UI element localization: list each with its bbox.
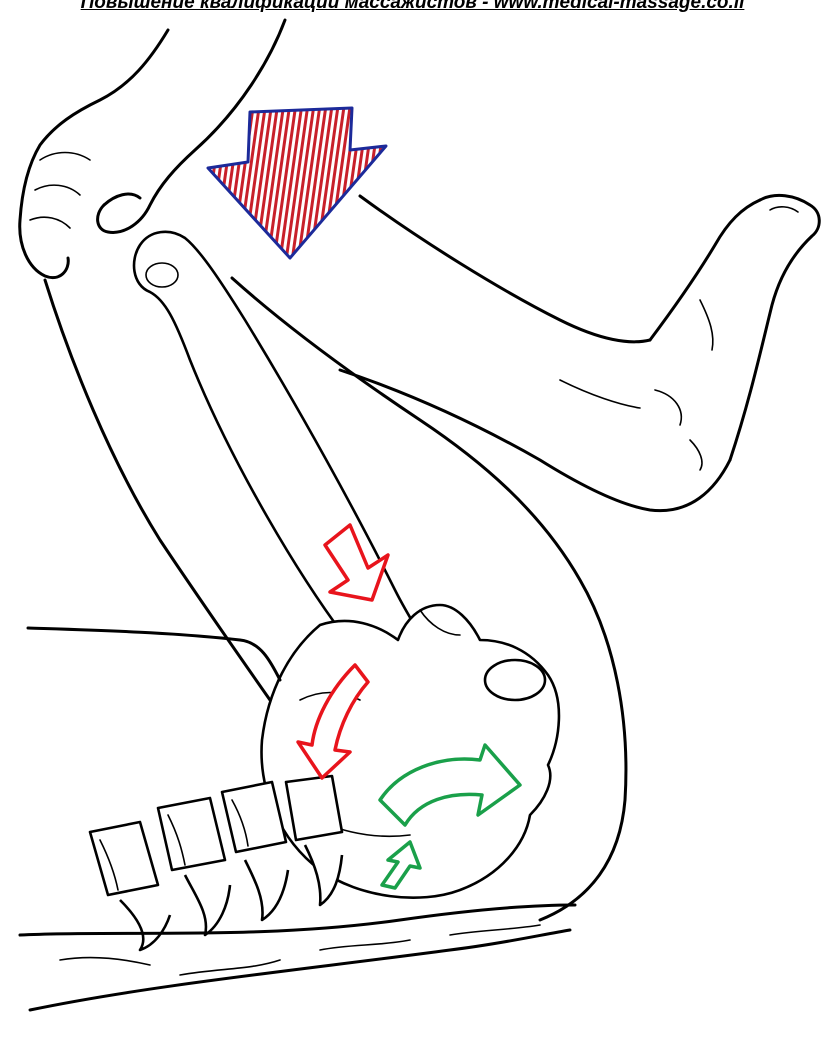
lower-leg — [340, 195, 819, 510]
lumbar-spine — [90, 776, 342, 950]
pressure-arrow — [208, 108, 386, 258]
